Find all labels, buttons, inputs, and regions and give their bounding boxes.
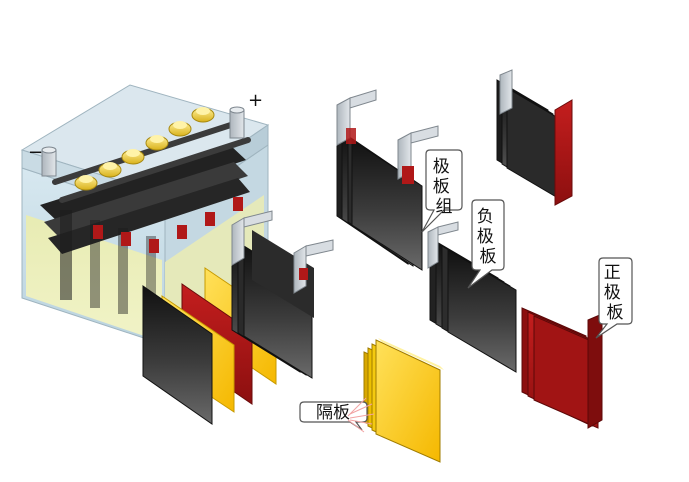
label-negative-plate-char: 极 [477, 227, 494, 247]
label-positive-plate-char: 正 [604, 263, 621, 283]
filler-cap [98, 162, 122, 178]
lug [427, 226, 439, 269]
negative-terminal-sign: − [28, 142, 43, 163]
lug [437, 221, 459, 236]
label-plate-group-char: 板 [433, 177, 450, 197]
cell-connectors [52, 119, 251, 203]
label-separator: 隔板 [316, 403, 350, 423]
label-plate-group-char: 组 [436, 197, 453, 217]
callout-negative-plate: 负 极 板 [467, 199, 505, 289]
label-plate-group-char: 极 [433, 157, 450, 177]
lug [305, 239, 334, 257]
dark-negative-plate [142, 285, 213, 425]
filler-cap [74, 175, 98, 191]
exploded-plate-sequence [142, 267, 277, 425]
callout-positive-plate: 正 极 板 [595, 257, 633, 339]
filler-cap [191, 107, 215, 123]
label-negative-plate-char: 板 [480, 247, 497, 267]
filler-cap [121, 149, 145, 165]
separator-stack [363, 338, 444, 463]
callout-separator: 隔板 [299, 397, 375, 433]
filler-cap [168, 121, 192, 137]
label-positive-plate: 正 极 板 [604, 263, 626, 323]
positive-plate-stack [521, 307, 603, 429]
callout-plate-group: 极 板 组 [421, 149, 463, 233]
plate-group-assembly [336, 89, 439, 271]
lug [410, 125, 439, 144]
battery-cutaway: − + [20, 84, 270, 347]
top-right-plate-group [496, 69, 573, 206]
label-positive-plate-char: 板 [607, 303, 624, 323]
lug [231, 217, 245, 266]
label-negative-plate: 负 极 板 [477, 207, 499, 267]
positive-terminal-sign: + [248, 90, 263, 111]
filler-caps [74, 107, 215, 191]
positive-terminal [229, 106, 245, 139]
internal-plates [40, 145, 250, 320]
label-negative-plate-char: 负 [477, 207, 494, 227]
label-plate-group: 极 板 组 [433, 157, 455, 217]
negative-terminal [41, 146, 57, 177]
filler-cap [145, 135, 169, 151]
separator-pointer-glow [347, 397, 375, 433]
small-plate-group [231, 210, 334, 379]
label-positive-plate-char: 极 [604, 283, 621, 303]
lug [243, 210, 273, 228]
lug [349, 89, 377, 109]
